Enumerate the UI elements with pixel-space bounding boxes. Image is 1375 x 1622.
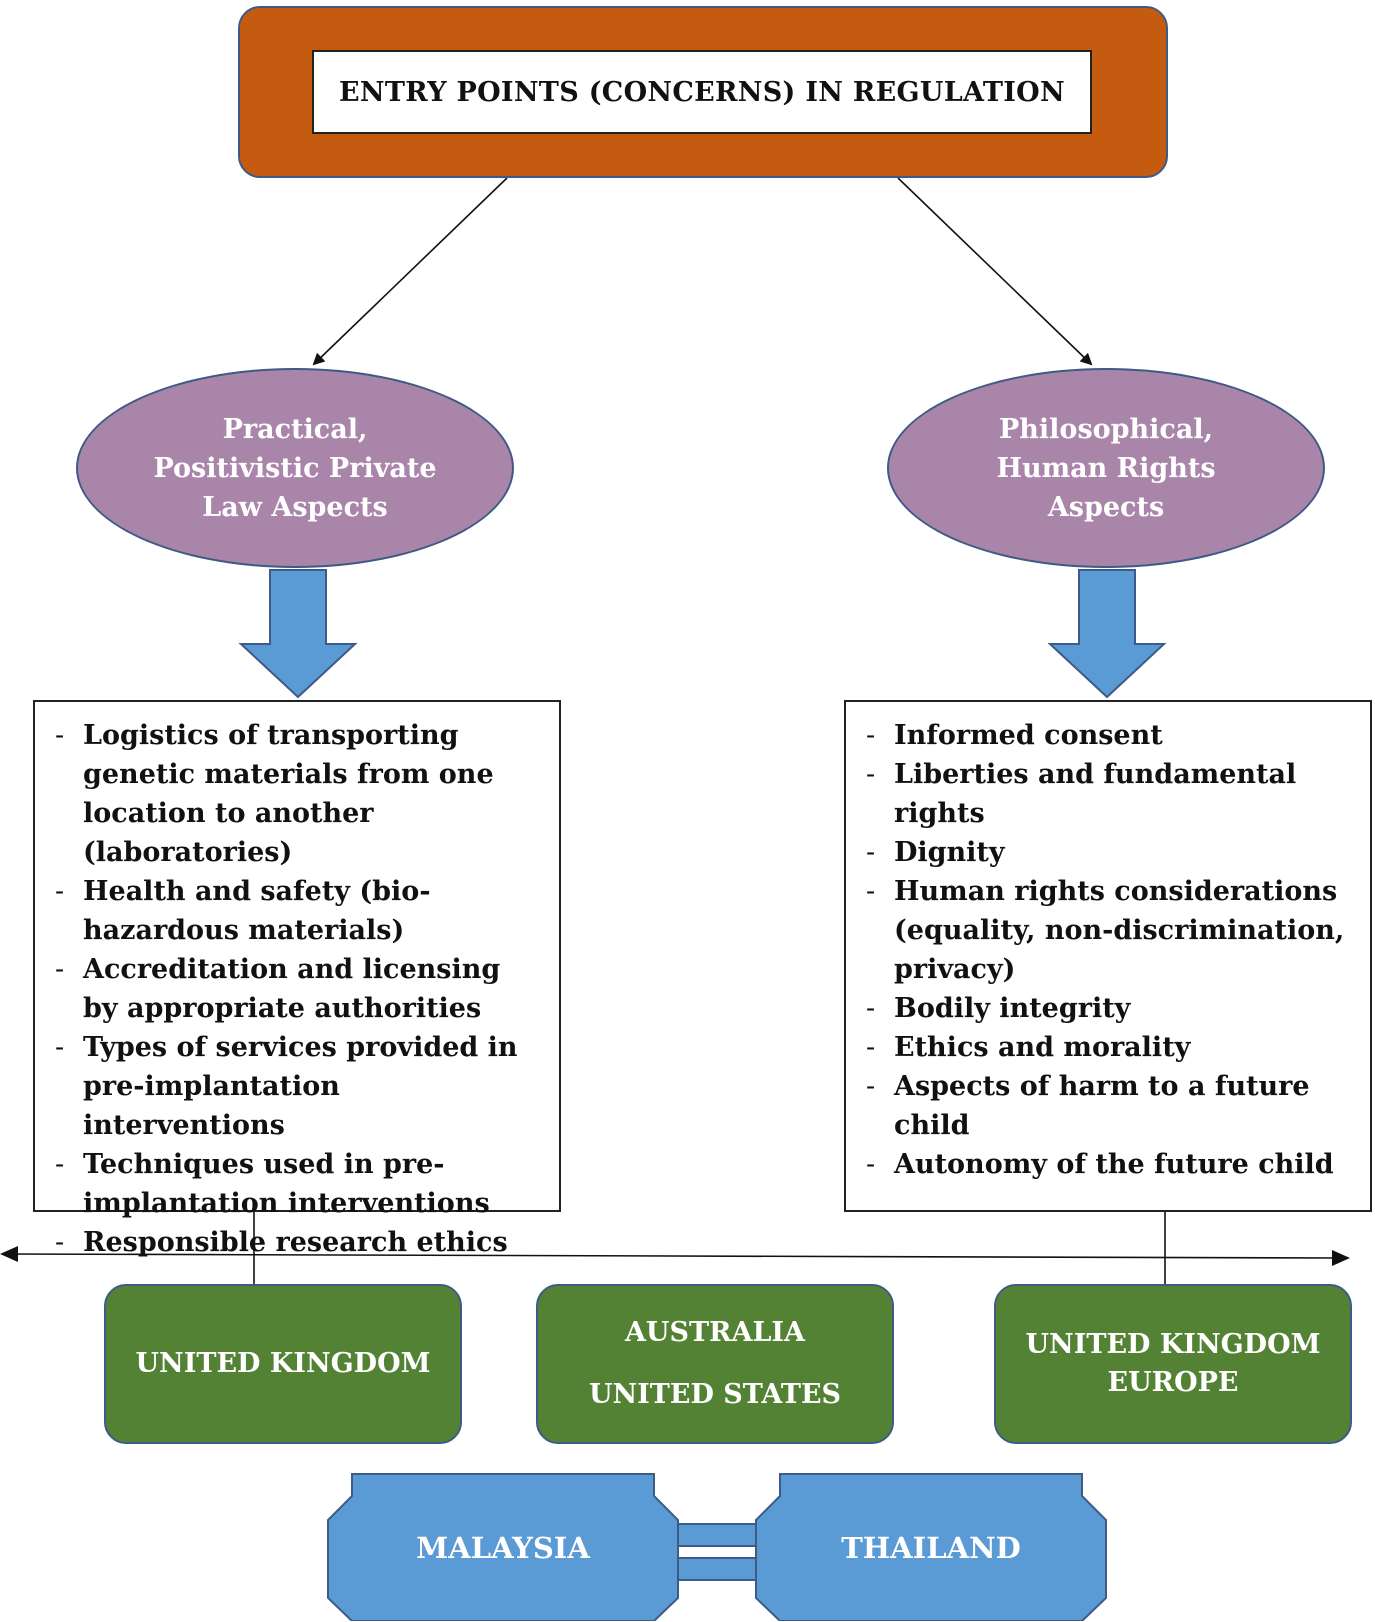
country-label: UNITED KINGDOM bbox=[1025, 1329, 1321, 1360]
list-item: Accreditation and licensing by appropria… bbox=[53, 950, 541, 1028]
right-heading-line-1: Philosophical, bbox=[998, 413, 1214, 445]
list-item: Dignity bbox=[864, 833, 1352, 872]
arrow-to-left-ellipse bbox=[312, 177, 508, 366]
malaysia-shape bbox=[327, 1473, 679, 1621]
page-title: ENTRY POINTS (CONCERNS) IN REGULATION bbox=[312, 50, 1092, 134]
malaysia-label: MALAYSIA bbox=[416, 1531, 590, 1565]
list-item: Techniques used in pre-implantation inte… bbox=[53, 1145, 541, 1223]
arrow-to-right-ellipse bbox=[897, 177, 1093, 366]
list-item: Health and safety (bio-hazardous materia… bbox=[53, 872, 541, 950]
thailand-label: THAILAND bbox=[841, 1531, 1021, 1565]
right-heading-line-3: Aspects bbox=[1047, 491, 1165, 523]
axis-left-arrowhead bbox=[0, 1246, 18, 1262]
country-label: AUSTRALIA bbox=[624, 1317, 806, 1348]
list-item: Aspects of harm to a future child bbox=[864, 1067, 1352, 1145]
axis-right-arrowhead bbox=[1332, 1250, 1350, 1266]
practical-aspects-ellipse: Practical, Positivistic Private Law Aspe… bbox=[76, 368, 514, 568]
list-item: Liberties and fundamental rights bbox=[864, 755, 1352, 833]
country-box-uk-europe: UNITED KINGDOM EUROPE bbox=[994, 1284, 1352, 1444]
link-bar-top bbox=[677, 1523, 757, 1547]
list-item: Logistics of transporting genetic materi… bbox=[53, 716, 541, 872]
list-item: Ethics and morality bbox=[864, 1028, 1352, 1067]
country-box-australia-us: AUSTRALIA UNITED STATES bbox=[536, 1284, 894, 1444]
left-heading-line-3: Law Aspects bbox=[202, 491, 388, 523]
link-bar-bottom bbox=[677, 1557, 757, 1581]
list-item: Autonomy of the future child bbox=[864, 1145, 1352, 1184]
human-rights-concerns-list: Informed consent Liberties and fundament… bbox=[844, 700, 1372, 1212]
left-heading-line-2: Positivistic Private bbox=[153, 452, 437, 484]
philosophical-aspects-ellipse: Philosophical, Human Rights Aspects bbox=[887, 368, 1325, 568]
list-item: Informed consent bbox=[864, 716, 1352, 755]
block-arrow-left bbox=[238, 569, 358, 699]
list-item: Bodily integrity bbox=[864, 989, 1352, 1028]
country-label: EUROPE bbox=[1107, 1367, 1239, 1398]
block-arrow-right bbox=[1047, 569, 1167, 699]
thailand-shape bbox=[755, 1473, 1107, 1621]
country-label: UNITED KINGDOM bbox=[135, 1348, 431, 1379]
country-box-united-kingdom: UNITED KINGDOM bbox=[104, 1284, 462, 1444]
list-item: Types of services provided in pre-implan… bbox=[53, 1028, 541, 1145]
country-label: UNITED STATES bbox=[588, 1379, 842, 1410]
practical-concerns-list: Logistics of transporting genetic materi… bbox=[33, 700, 561, 1262]
list-item: Human rights considerations (equality, n… bbox=[864, 872, 1352, 989]
left-heading-line-1: Practical, bbox=[222, 413, 368, 445]
right-heading-line-2: Human Rights bbox=[996, 452, 1216, 484]
list-item: Responsible research ethics bbox=[53, 1223, 541, 1262]
